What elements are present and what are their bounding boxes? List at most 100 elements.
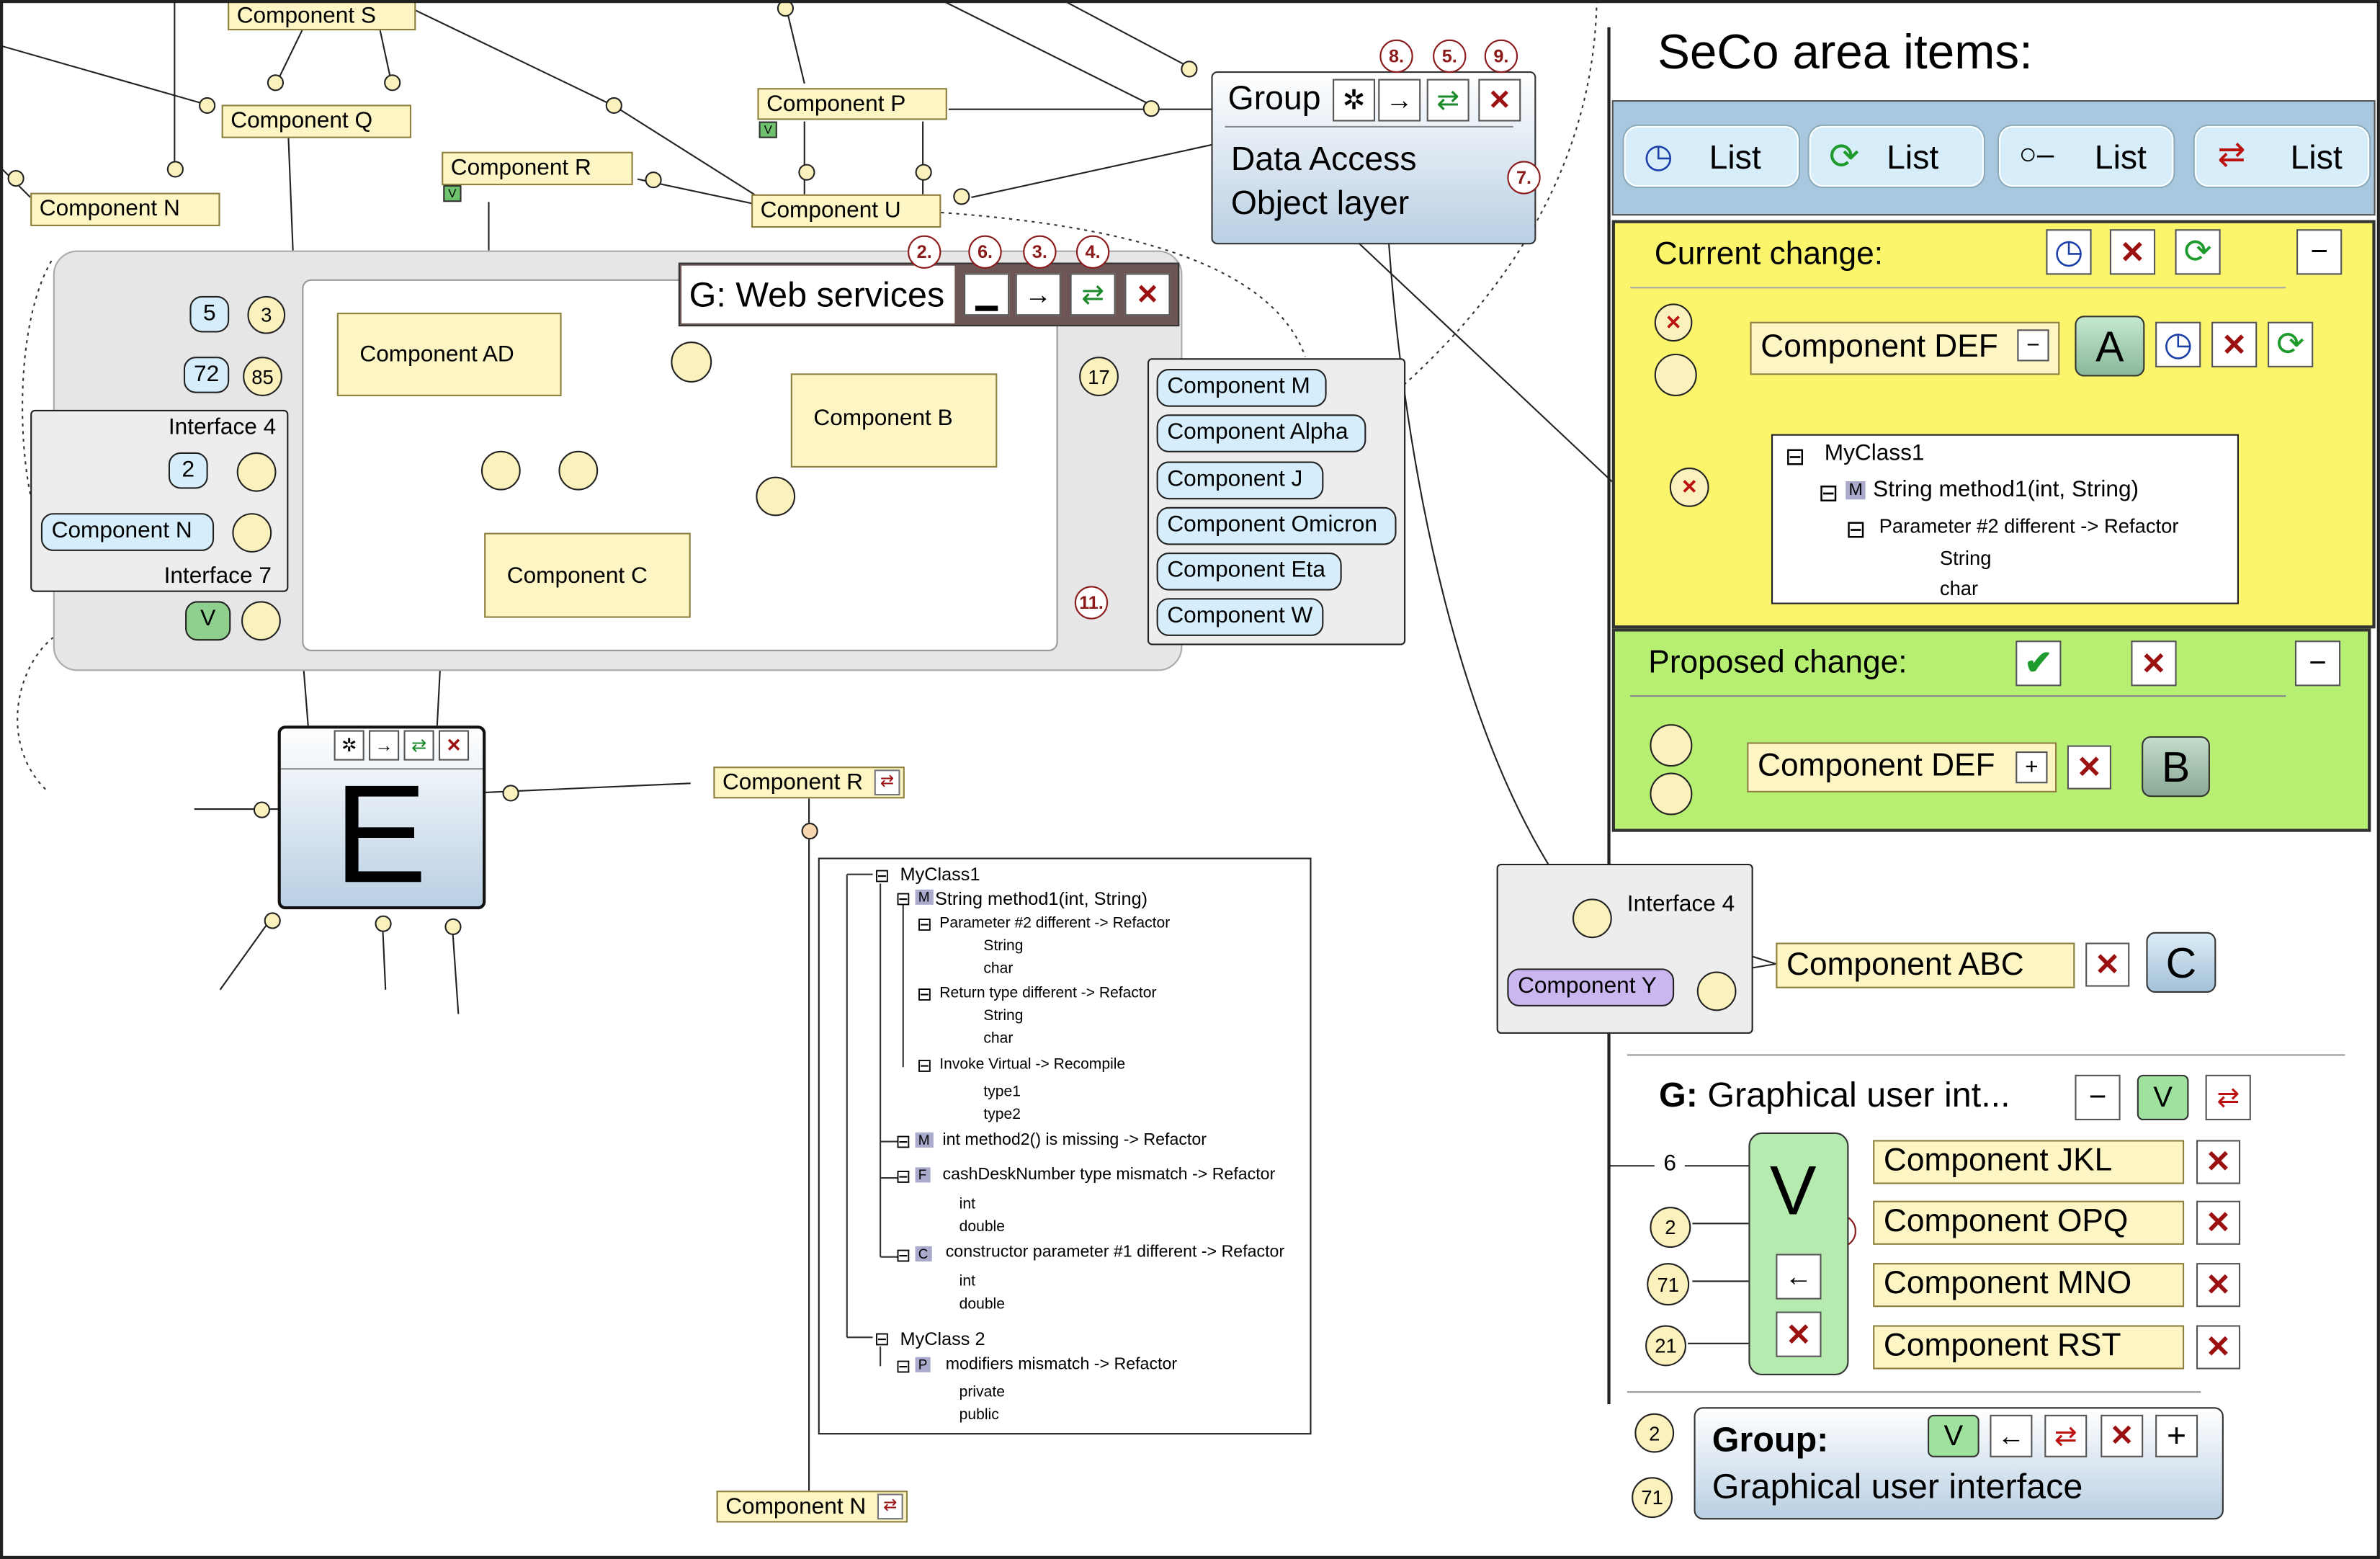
collapse-icon[interactable]: − [2294,640,2341,687]
close-icon[interactable]: ✕ [2085,942,2130,987]
clock-icon[interactable]: ◷ [2046,229,2092,275]
component-q[interactable]: Component Q [221,104,412,138]
list-interface-button[interactable]: ○– List [1999,125,2174,187]
list-item[interactable]: Component M [1156,369,1327,407]
tree-toggle[interactable]: ⊟ [895,1244,911,1267]
tag-icon: M [915,889,933,905]
close-icon[interactable]: ✕ [2067,745,2111,790]
gui-item[interactable]: Component JKL [1873,1140,2185,1184]
tree-toggle[interactable]: ⊟ [1818,481,1839,507]
close-icon[interactable]: ✕ [438,730,470,761]
check-icon[interactable]: ✔ [2016,640,2062,687]
tree-lines [846,873,904,1367]
component-b[interactable]: Component B [790,373,998,468]
close-icon[interactable]: ✕ [2109,229,2156,275]
group-dao[interactable]: Group Data Access Object layer [1211,71,1536,245]
badge-a[interactable]: A [2075,316,2145,377]
list-clock-button[interactable]: ◷ List [1624,125,1799,187]
list-item[interactable]: Component W [1156,598,1324,636]
swap-icon[interactable]: ⇄ [874,769,900,796]
close-icon[interactable]: ✕ [1478,79,1521,122]
component-abc[interactable]: Component ABC [1776,942,2075,988]
close-icon[interactable]: ✕ [2101,1414,2144,1457]
port-ball [267,74,285,91]
component-ad[interactable]: Component AD [336,313,562,396]
port-ball: 71 [1647,1263,1690,1306]
interface-icon: ○– [2018,138,2054,172]
list-refresh-button[interactable]: ⟳ List [1809,125,1984,187]
add-icon[interactable]: + [2155,1414,2198,1457]
minimize-icon[interactable]: ▁ [964,273,1010,316]
component-s[interactable]: Component S [228,0,416,31]
close-icon[interactable]: ✕ [2196,1140,2241,1184]
collapse-icon[interactable]: − [2296,229,2343,275]
move-in-icon[interactable]: → [1378,79,1421,122]
component-u[interactable]: Component U [751,194,941,228]
clock-icon[interactable]: ◷ [2155,321,2201,367]
component-c[interactable]: Component C [484,532,691,618]
proposed-component[interactable]: Component DEF [1747,742,2057,792]
component-n-lower[interactable]: Component N [716,1491,908,1523]
list-swap-button[interactable]: ⇄ List [2194,125,2370,187]
tree-toggle[interactable]: ⊟ [916,913,932,935]
expand-plus-icon[interactable]: + [2016,751,2048,784]
list-item[interactable]: Component Eta [1156,552,1342,591]
close-icon[interactable]: ✕ [2196,1200,2241,1245]
version-badge[interactable]: V [1928,1414,1979,1457]
list-item[interactable]: Component Omicron [1156,506,1397,545]
close-icon[interactable]: ✕ [2131,640,2177,687]
tree-toggle[interactable]: ⊟ [916,1055,932,1076]
gui-item[interactable]: Component MNO [1873,1263,2185,1308]
move-out-icon[interactable]: ← [1776,1254,1822,1300]
component-n-pill[interactable]: Component N [40,513,215,551]
close-icon[interactable]: ✕ [2196,1325,2241,1370]
move-in-icon[interactable]: → [1015,273,1061,316]
close-icon[interactable]: ✕ [1776,1311,1822,1357]
badge-c[interactable]: C [2146,932,2216,993]
swap-icon[interactable]: ⇄ [2044,1414,2088,1457]
move-out-icon[interactable]: ← [1990,1414,2033,1457]
swap-icon[interactable]: ⇄ [1070,273,1116,316]
gui-item[interactable]: Component RST [1873,1325,2185,1370]
tree-toggle[interactable]: ⊟ [916,983,932,1005]
group-gui[interactable]: Group: Graphical user interface [1694,1407,2224,1520]
list-item[interactable]: Component Alpha [1156,414,1366,452]
tree-toggle[interactable]: ⊟ [874,1328,890,1350]
port-ball [7,169,24,187]
close-icon[interactable]: ✕ [2211,321,2258,367]
tree-toggle[interactable]: ⊟ [874,865,890,887]
component-r[interactable]: Component R [442,151,633,186]
collapse-icon[interactable]: − [2017,329,2049,362]
tree-toggle[interactable]: ⊟ [895,1130,911,1153]
swap-icon[interactable]: ⇄ [877,1493,903,1520]
tree-toggle[interactable]: ⊟ [895,1355,911,1377]
component-y[interactable]: Component Y [1507,968,1675,1007]
badge-b[interactable]: B [2142,736,2210,798]
component-r-lower[interactable]: Component R [713,767,905,799]
tree-toggle[interactable]: ⊟ [895,888,911,910]
refresh-icon[interactable]: ⟳ [2268,321,2314,367]
tree-toggle[interactable]: ⊟ [895,1166,911,1187]
gui-item[interactable]: Component OPQ [1873,1200,2185,1245]
swap-icon[interactable]: ⇄ [403,730,434,761]
component-n-top[interactable]: Component N [30,192,220,226]
component-p[interactable]: Component P [757,88,947,120]
expand-icon[interactable]: ✲ [334,730,364,761]
swap-icon[interactable]: ⇄ [1426,79,1469,122]
close-icon[interactable]: ✕ [2196,1263,2241,1308]
port-ball [798,164,815,181]
move-in-icon[interactable]: → [369,730,400,761]
expand-icon[interactable]: ✲ [1333,79,1376,122]
divider [1225,125,1513,128]
tree-toggle[interactable]: ⊟ [1846,517,1866,544]
refresh-icon[interactable]: ⟳ [2175,229,2221,275]
version-badge[interactable]: V [185,601,231,641]
list-item[interactable]: Component J [1156,461,1324,500]
swap-icon[interactable]: ⇄ [2205,1074,2251,1121]
collapse-icon[interactable]: − [2075,1074,2121,1121]
version-badge[interactable]: V [2137,1074,2189,1121]
close-icon[interactable]: ✕ [1124,273,1171,316]
current-component[interactable]: Component DEF [1750,321,2060,375]
swap-icon: ⇄ [2217,135,2246,174]
tree-toggle[interactable]: ⊟ [1784,445,1806,471]
